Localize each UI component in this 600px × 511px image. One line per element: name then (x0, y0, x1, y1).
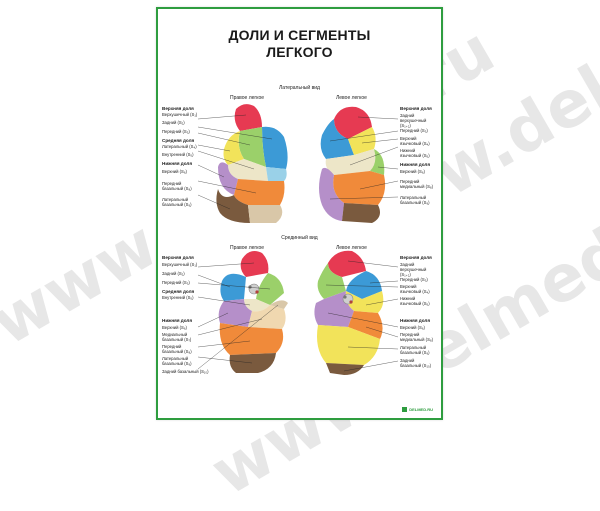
title-line-2: ЛЕГКОГО (266, 44, 333, 60)
label: Верхний (S₆) (400, 325, 425, 330)
lateral-left-lung (319, 106, 386, 223)
logo-text: DELMED.RU (409, 407, 433, 412)
segment-s10 (248, 205, 283, 223)
label: Верхний язычковый (S₄) (400, 284, 430, 294)
segment-s9 (317, 325, 380, 365)
segment-s8 (219, 323, 284, 355)
label: Верхняя доля (162, 255, 194, 260)
label: Передний базальный (S₈) (162, 344, 192, 354)
label: Средняя доля (162, 289, 195, 294)
segment-s6 (218, 299, 252, 327)
segment-s1 (240, 251, 269, 277)
segment-s4 (317, 263, 346, 299)
lateral-left-lung-title: Левое легкое (336, 95, 367, 101)
segment-s5 (325, 149, 376, 175)
segment-s8 (348, 311, 383, 339)
medial-view-title: Срединный вид (281, 235, 318, 241)
label: Передний (S₃) (400, 277, 428, 282)
medial-right-lung (218, 251, 288, 373)
label: Верхний (S₆) (162, 169, 187, 174)
publisher-logo: DELMED.RU (402, 407, 433, 412)
label: Латеральный базальный (S₉) (400, 345, 430, 355)
label: Передний (S₃) (162, 280, 190, 285)
title-line-1: ДОЛИ И СЕГМЕНТЫ (228, 27, 371, 43)
label: Верхний (S₆) (400, 169, 425, 174)
label: Задний базальный (S₁₀) (400, 358, 432, 368)
label: Задний верхушечный (S₁₊₂) (400, 262, 427, 277)
label: Латеральный базальный (S₉) (162, 197, 192, 207)
label: Латеральный базальный (S₉) (400, 195, 430, 205)
label: Верхушечный (S₁) (162, 262, 198, 267)
segment-s1-2 (328, 250, 366, 277)
label: Нижний язычковый (S₅) (400, 296, 430, 306)
segment-s10 (326, 363, 364, 375)
lung-illustrations (197, 104, 399, 375)
poster: ДОЛИ И СЕГМЕНТЫ ЛЕГКОГО Латеральный вид … (156, 7, 443, 420)
segment-s10 (342, 203, 380, 223)
label: Нижняя доля (400, 162, 431, 167)
segment-s2 (262, 126, 288, 169)
segment-s10 (270, 300, 288, 309)
label: Передний медиальный (S₈) (400, 332, 433, 342)
label: Верхний (S₆) (162, 325, 187, 330)
label: Задний (S₂) (162, 120, 185, 125)
label: Передний медиальный (S₈) (400, 179, 433, 189)
label: Латеральный базальный (S₉) (162, 356, 192, 366)
label: Нижний язычковый (S₅) (400, 148, 430, 158)
segment-s2 (220, 273, 246, 301)
poster-title: ДОЛИ И СЕГМЕНТЫ ЛЕГКОГО (158, 27, 441, 61)
label: Латеральный (S₄) (162, 144, 197, 149)
label: Медиальный базальный (S₇) (162, 332, 192, 342)
label: Верхний язычковый (S₄) (400, 136, 430, 146)
label: Нижняя доля (400, 318, 431, 323)
label: Верхушечный (S₁) (162, 112, 198, 117)
segment-s1 (234, 104, 262, 131)
segment-s8 (333, 171, 386, 205)
segment-s8 (234, 179, 285, 205)
segment-s5 (228, 159, 268, 181)
label: Верхняя доля (162, 106, 194, 111)
lateral-view-title: Латеральный вид (279, 85, 320, 91)
segment-s1-2 (334, 106, 372, 139)
label: Передний (S₃) (162, 129, 190, 134)
segment-s4 (348, 127, 376, 155)
medial-left-lung-title: Левое легкое (336, 245, 367, 251)
segment-s7 (248, 305, 286, 329)
label: Передний базальный (S₈) (162, 181, 192, 191)
segment-s4 (223, 131, 244, 165)
logo-square-icon (402, 407, 408, 412)
label: Нижняя доля (162, 161, 193, 166)
label: Задний верхушечный (S₁₊₂) (400, 113, 427, 128)
leader-lines (197, 114, 399, 372)
label: Передний (S₃) (400, 128, 428, 133)
segment-s6 (370, 149, 385, 175)
lateral-right-lung-title: Правое легкое (230, 95, 265, 101)
segment-s9 (319, 167, 344, 221)
label: Верхняя доля (400, 106, 432, 111)
label: Верхняя доля (400, 255, 432, 260)
label: Задний базальный (S₁₀) (162, 369, 209, 374)
segment-s5 (345, 291, 384, 313)
segment-s3 (346, 271, 382, 299)
label: Внутренний (S₅) (162, 152, 194, 157)
segment-s3 (320, 119, 354, 159)
segment-s6 (218, 162, 238, 195)
medial-right-lung-title: Правое легкое (230, 245, 265, 251)
label: Внутренний (S₅) (162, 295, 194, 300)
label: Задний (S₂) (162, 271, 185, 276)
label: Средняя доля (162, 138, 195, 143)
medial-left-lung (314, 250, 384, 375)
segment-s9 (229, 353, 276, 373)
segment-s9 (216, 189, 250, 223)
lateral-right-lung (216, 104, 288, 223)
label: Нижняя доля (162, 318, 193, 323)
